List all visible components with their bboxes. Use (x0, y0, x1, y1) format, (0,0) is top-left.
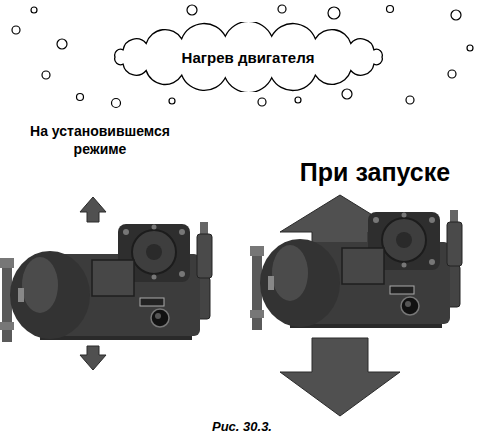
bubbles (12, 5, 473, 108)
cloud-bubble: Нагрев двигателя (101, 22, 396, 92)
figure-caption: Рис. 30.3. (0, 419, 484, 434)
compressor (250, 210, 462, 330)
cloud-text: Нагрев двигателя (182, 49, 315, 66)
compressor (0, 222, 212, 342)
mode-label: На установившемся режиме (20, 122, 180, 158)
mode-label: При запуске (275, 157, 475, 187)
